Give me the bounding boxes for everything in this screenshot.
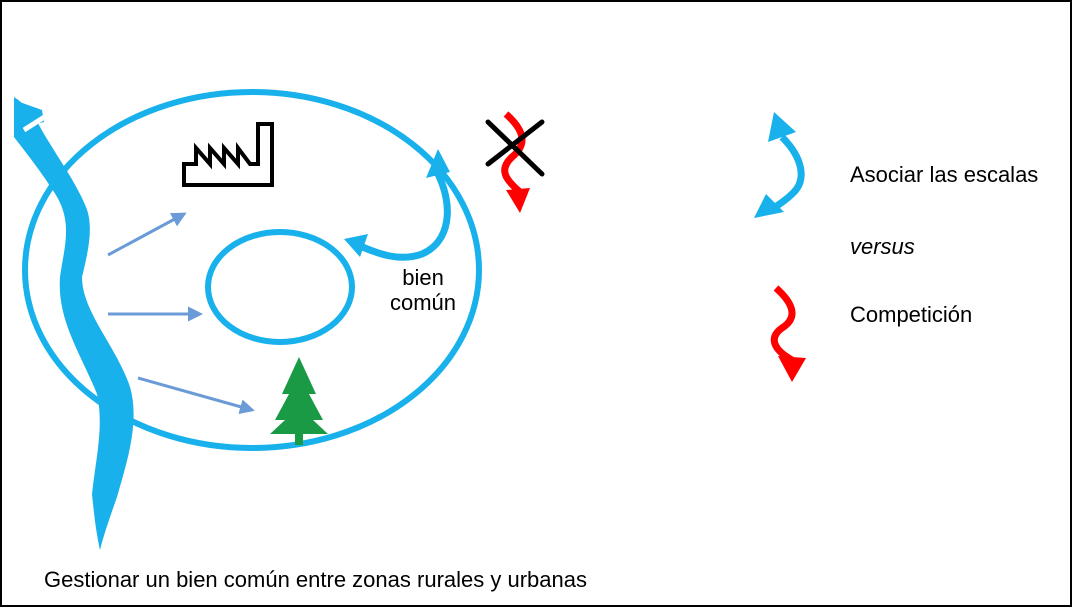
factory-icon	[182, 122, 274, 187]
legend-associate-label: Asociar las escalas	[850, 162, 1039, 187]
legend-competition-label: Competición	[850, 302, 973, 327]
river-shape	[14, 97, 134, 550]
common-good-label-line1: bien	[402, 265, 444, 290]
associate-arrow-main	[344, 149, 451, 261]
flow-arrow-to-factory	[107, 212, 187, 257]
diagram-caption: Gestionar un bien común entre zonas rura…	[44, 567, 587, 592]
zigzag-arrow-icon	[770, 285, 806, 382]
common-good-ellipse	[205, 229, 355, 345]
river-source-mark	[22, 113, 48, 133]
flow-arrow-to-forest	[137, 376, 255, 414]
double-curved-arrow-icon	[754, 112, 805, 218]
legend-versus-label: versus	[850, 234, 915, 259]
common-good-label-line2: común	[390, 290, 457, 316]
common-good-label: bien común	[390, 265, 456, 316]
crossed-competition-arrow	[501, 111, 530, 213]
outer-territory-ellipse	[22, 89, 482, 451]
cross-icon	[485, 119, 545, 177]
tree-icon	[270, 357, 328, 445]
